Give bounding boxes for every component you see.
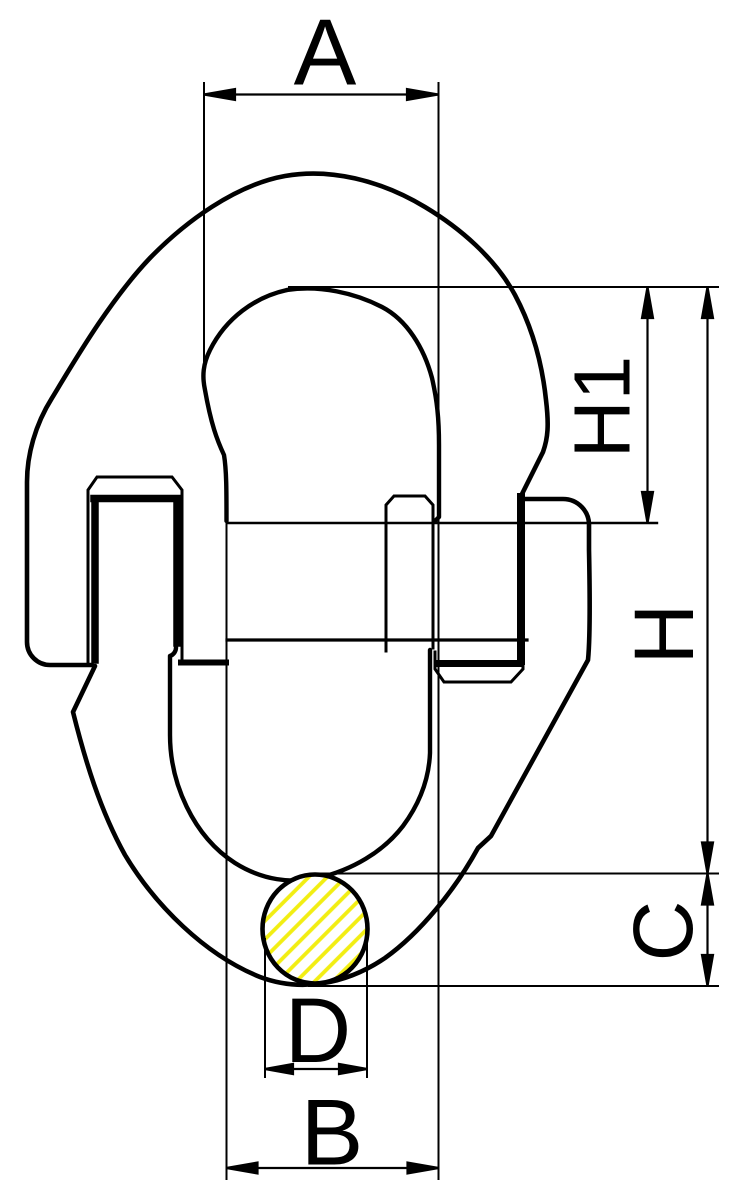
arrowhead-h1-top <box>640 286 655 320</box>
dim-label-b: B <box>301 1080 364 1185</box>
right-slot-opening-outline <box>384 494 435 653</box>
dim-label-h: H <box>617 604 711 665</box>
upper-arch-right-wall <box>284 286 442 524</box>
upper-half-outer-outline <box>24 171 550 668</box>
arrowhead-c-top <box>700 873 715 906</box>
arrowhead-d-left <box>264 1062 295 1076</box>
arrowhead-b-right <box>406 1161 439 1175</box>
lower-arch-outline <box>167 644 433 883</box>
arrowhead-h-top <box>700 286 715 320</box>
dim-label-h1: H1 <box>558 356 647 458</box>
arrowhead-d-right <box>337 1062 368 1076</box>
left-slot-thick-edges <box>90 494 181 664</box>
arrowhead-b-left <box>226 1161 259 1175</box>
upper-arch-left-wall <box>201 287 290 524</box>
arrowhead-h1-bottom <box>640 490 655 524</box>
arrowhead-c-bottom <box>700 953 715 987</box>
arrowhead-a-left <box>203 87 237 102</box>
lower-half-outer-outline <box>70 496 592 988</box>
arrowhead-h-bottom <box>700 841 715 874</box>
chain-wire-cross-section <box>260 872 370 986</box>
dim-label-d: D <box>285 980 351 1082</box>
dim-label-a: A <box>294 0 357 105</box>
arrowhead-a-right <box>405 87 439 102</box>
left-prong-tip-outline <box>86 475 184 664</box>
right-prong-tip-outline <box>433 650 525 684</box>
dim-label-c: C <box>616 901 710 962</box>
